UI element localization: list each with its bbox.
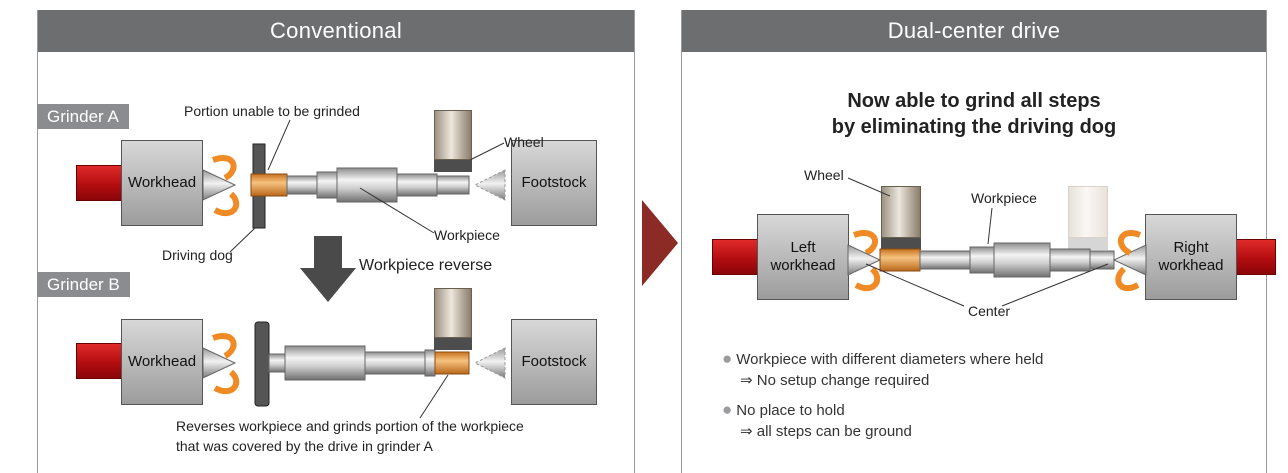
grinder-a-rotation-arrow-bottom [213,191,240,217]
grinder-a-right-center-cone [473,169,506,201]
grinder-a-workhead: Workhead [121,140,203,226]
grinder-b-rotation-arrow-bottom [213,369,240,395]
headline-line-2: by eliminating the driving dog [831,116,1117,138]
grinder-b-workhead-spindle [76,343,126,379]
grinder-b-wheel-base [434,338,472,350]
dual-shaft-seg-3 [993,242,1051,278]
dual-center-panel-title: Dual-center drive [682,10,1266,52]
grinder-a-rotation-arrow-top [211,155,237,181]
grinder-a-wheel-label: Wheel [504,134,544,150]
dual-shaft-seg-2 [969,246,995,274]
grinder-b-left-center-cone [202,347,237,379]
grinder-a-wheel [434,110,472,160]
right-workhead-label-1: Right [1173,239,1209,256]
right-wheel-label: Wheel [804,167,844,183]
wheel-right-base-ghost [1068,238,1108,250]
grinder-a-workpiece-assembly [202,143,506,229]
left-rotation-arrow-top [852,230,878,256]
grinder-b-workhead: Workhead [121,319,203,405]
workpiece-reverse-label: Workpiece reverse [359,257,493,274]
center-label: Center [968,303,1011,319]
workpiece-reverse-arrow [300,236,356,302]
bullet-1-dot: ● [722,349,733,368]
grinder-a-workhead-spindle [76,165,126,201]
left-workhead-label-2: workhead [770,257,836,274]
wheel-left-base [881,238,921,250]
bullet-1-main: Workpiece with different diameters where… [736,351,1044,368]
grinder-a-shaft-seg-5 [436,175,470,195]
grinder-b-note-line-1: Reverses workpiece and grinds portion of… [176,418,524,434]
grinder-a-unable-label: Portion unable to be grinded [184,103,360,119]
bullet-2-dot: ● [722,400,733,419]
grinder-a-workhead-label: Workhead [127,174,197,191]
dual-center-workpiece-assembly [847,230,1147,292]
bullet-1: ●Workpiece with different diameters wher… [722,349,1043,369]
right-workhead-label-2: workhead [1158,257,1224,274]
grinder-b-footstock-label: Footstock [521,353,587,370]
grinder-a-footstock: Footstock [511,140,597,226]
grinder-b-workpiece-assembly [202,321,506,407]
bullet-2: ●No place to hold [722,400,845,420]
bullet-2-sub: ⇒ all steps can be ground [740,423,912,440]
grinder-a-workpiece-label: Workpiece [434,227,500,243]
grinder-b-now-ground-portion [434,351,470,375]
grinder-a-tag: Grinder A [37,104,129,129]
grinder-a-leader-lines [229,119,505,253]
left-center-cone [847,244,882,276]
grinder-b-tag: Grinder B [37,272,130,297]
transition-arrow [642,200,678,286]
right-workpiece-label: Workpiece [971,190,1037,206]
grinder-a-left-center-cone [202,169,237,201]
dual-center-leader-lines [847,177,1109,307]
grinder-b-wheel [434,288,472,338]
grinder-a-driving-dog-label: Driving dog [162,247,233,263]
grinder-b-footstock: Footstock [511,319,597,405]
grinder-b-rotation-arrow-top [211,333,237,359]
grinder-b-note-line-2: that was covered by the drive in grinder… [176,438,433,454]
left-workhead-label-1: Left [790,239,816,256]
grinder-a-wheel-base [434,160,472,172]
bullet-1-sub: ⇒ No setup change required [740,372,930,389]
right-rotation-arrow-bottom [1115,266,1140,292]
grinder-b-leader-line [419,374,449,419]
grinder-b-workhead-label: Workhead [127,353,197,370]
left-workhead-spindle [712,239,762,275]
bullet-2-main: No place to hold [736,402,845,419]
wheel-right-position-ghost [1068,186,1108,238]
grinder-a-footstock-label: Footstock [521,174,587,191]
left-rotation-arrow-bottom [854,266,881,292]
headline-line-1: Now able to grind all steps [847,90,1101,112]
conventional-panel-title: Conventional [38,10,634,52]
grinder-a-shaft-seg-3 [336,167,398,203]
grinder-b-right-center-cone [473,347,506,379]
right-rotation-arrow-top [1117,230,1142,256]
grinder-b-shaft-seg-2 [284,345,366,381]
